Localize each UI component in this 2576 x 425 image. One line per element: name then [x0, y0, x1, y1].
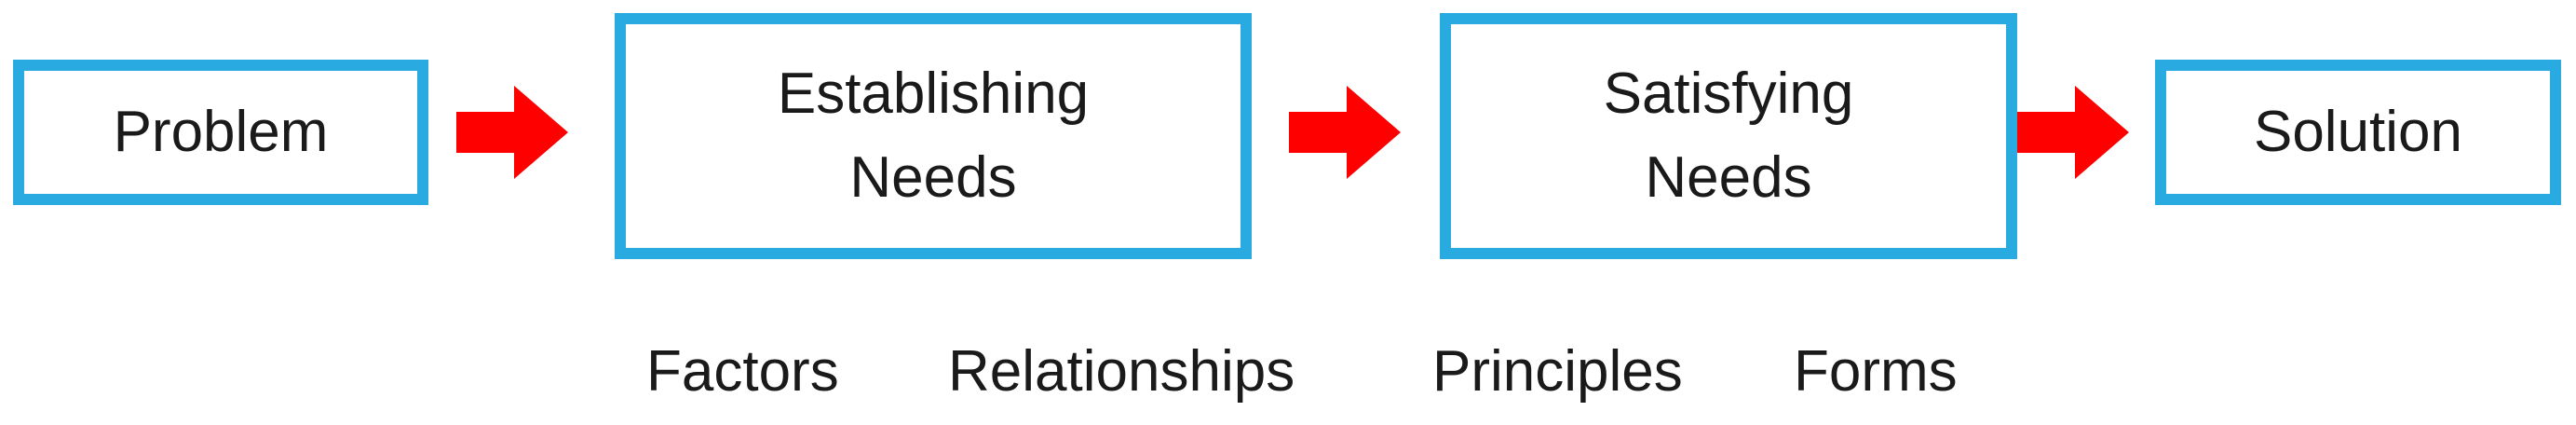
step-label-solution: Solution	[2253, 100, 2463, 165]
arrow-icon	[456, 86, 568, 179]
step-box-satisfying-needs: Satisfying Needs	[1440, 13, 2017, 259]
step-label-problem: Problem	[113, 100, 329, 165]
arrow-icon	[2017, 86, 2129, 179]
step-box-establishing-needs: Establishing Needs	[615, 13, 1252, 259]
step-box-problem: Problem	[13, 60, 428, 205]
sub-label-factors: Factors	[646, 339, 839, 404]
sub-label-forms: Forms	[1794, 339, 1958, 404]
sub-label-relationships: Relationships	[948, 339, 1295, 404]
arrow-icon	[1289, 86, 1401, 179]
step-label-establishing-needs: Establishing Needs	[777, 62, 1090, 210]
step-label-satisfying-needs: Satisfying Needs	[1603, 62, 1854, 210]
step-box-solution: Solution	[2155, 60, 2561, 205]
sub-label-principles: Principles	[1432, 339, 1683, 404]
